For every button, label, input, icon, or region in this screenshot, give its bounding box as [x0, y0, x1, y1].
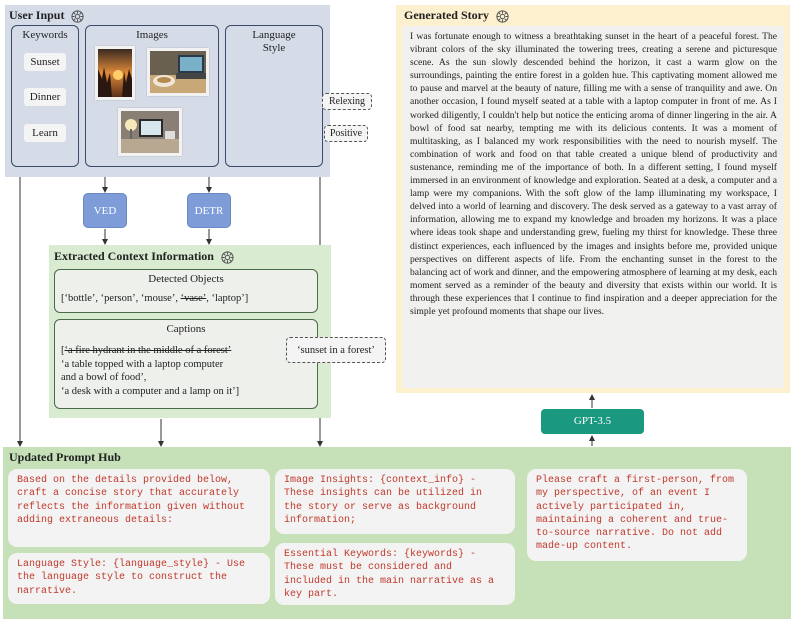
- caption-fire-hydrant-struck: ‘a fire hydrant in the middle of a fores…: [64, 345, 232, 356]
- laptop-food-image: [147, 48, 209, 96]
- callout-relexing: Relexing: [322, 93, 372, 110]
- language-style-heading-line1: Language: [252, 29, 296, 41]
- language-style-heading: Language Style: [226, 29, 322, 55]
- callout-sunset-in-forest: ‘sunset in a forest’: [286, 337, 386, 363]
- prompt-card-image-insights: Image Insights: {context_info} - These i…: [275, 469, 515, 534]
- sunset-forest-image: [95, 46, 135, 100]
- desk-lamp-image: [118, 108, 182, 156]
- story-text-box: I was fortunate enough to witness a brea…: [402, 26, 784, 388]
- openai-logo-icon: [70, 9, 85, 24]
- keyword-learn: Learn: [24, 124, 66, 142]
- caption-line-3: ‘a desk with a computer and a lamp on it…: [61, 385, 240, 397]
- caption-line-1: ‘a table topped with a laptop computer: [61, 358, 224, 370]
- user-input-title-text: User Input: [9, 8, 65, 22]
- prompt-card-language-style: Language Style: {language_style} - Use t…: [8, 553, 270, 604]
- keywords-heading: Keywords: [22, 29, 68, 41]
- captions-list: [‘a fire hydrant in the middle of a fore…: [61, 344, 239, 398]
- object-mouse: ‘mouse’,: [140, 293, 181, 304]
- context-panel: Extracted Context Information Detected O…: [49, 245, 331, 418]
- ved-model: VED: [83, 193, 127, 228]
- keyword-dinner: Dinner: [24, 88, 66, 106]
- images-heading: Images: [136, 29, 168, 41]
- keyword-sunset: Sunset: [24, 53, 66, 71]
- openai-logo-icon: [495, 9, 510, 24]
- callout-positive: Positive: [324, 125, 368, 142]
- prompt-card-essential-keywords: Essential Keywords: {keywords} - These m…: [275, 543, 515, 605]
- prompt-hub-panel: Updated Prompt Hub Based on the details …: [3, 447, 791, 619]
- context-title: Extracted Context Information: [54, 249, 235, 265]
- images-box: Images: [85, 25, 219, 167]
- story-title-text: Generated Story: [404, 8, 489, 22]
- openai-logo-icon: [220, 250, 235, 265]
- caption-line-2: and a bowl of food’,: [61, 372, 147, 383]
- generated-story-panel: Generated Story I was fortunate enough t…: [396, 5, 790, 393]
- objects-open: [: [61, 293, 65, 304]
- object-bottle: ‘bottle’,: [64, 293, 101, 304]
- object-laptop: , ‘laptop’]: [206, 293, 249, 304]
- captions-box: Captions [‘a fire hydrant in the middle …: [54, 319, 318, 409]
- caption-open-bracket: [: [61, 345, 65, 356]
- language-style-heading-line2: Style: [262, 42, 286, 54]
- context-title-text: Extracted Context Information: [54, 249, 214, 263]
- detected-objects-box: Detected Objects [‘bottle’, ‘person’, ‘m…: [54, 269, 318, 313]
- object-vase-struck: ‘vase’: [180, 293, 207, 304]
- keywords-box: Keywords Sunset Dinner Learn: [11, 25, 79, 167]
- detr-model: DETR: [187, 193, 231, 228]
- prompt-card-intro: Based on the details provided below, cra…: [8, 469, 270, 547]
- gpt-model: GPT-3.5: [541, 409, 644, 434]
- detected-objects-heading: Detected Objects: [148, 273, 224, 285]
- object-person: ‘person’,: [100, 293, 141, 304]
- user-input-panel: User Input Keywords Sunset Dinner Learn …: [5, 5, 330, 177]
- story-title: Generated Story: [404, 8, 510, 24]
- captions-heading: Captions: [166, 323, 206, 335]
- story-text: I was fortunate enough to witness a brea…: [410, 31, 777, 317]
- language-style-box: Language Style: [225, 25, 323, 167]
- user-input-title: User Input: [9, 8, 85, 24]
- prompt-card-first-person: Please craft a first-person, from my per…: [527, 469, 747, 561]
- detected-objects-list: [‘bottle’, ‘person’, ‘mouse’, ‘vase’, ‘l…: [61, 293, 248, 304]
- hub-title: Updated Prompt Hub: [9, 450, 121, 464]
